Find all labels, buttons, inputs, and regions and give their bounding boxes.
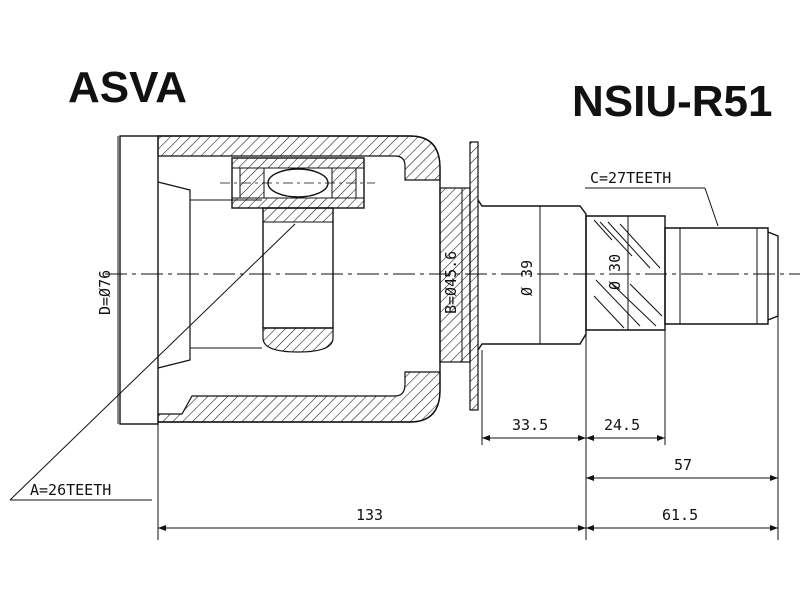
extension-lines bbox=[157, 316, 779, 540]
dimension-arrows bbox=[158, 435, 778, 531]
outer-diameter-label: D=Ø76 bbox=[96, 270, 114, 315]
part-number: NSIU-R51 bbox=[572, 77, 773, 126]
inner-spline-leader bbox=[9, 223, 296, 501]
dim-shaft-segment: 33.5 bbox=[512, 416, 548, 434]
outer-spline-leader bbox=[585, 187, 719, 227]
length-dimensions bbox=[158, 437, 778, 529]
spline-diameter-label: Ø 30 bbox=[606, 254, 624, 290]
diameter-dimensions bbox=[117, 136, 629, 424]
shaft-body bbox=[477, 199, 779, 351]
seal-flange bbox=[439, 141, 479, 411]
dim-spline-segment: 24.5 bbox=[604, 416, 640, 434]
brand-logo: ASVA bbox=[68, 63, 187, 112]
dim-stub-total: 61.5 bbox=[662, 506, 698, 524]
tripod-spider bbox=[220, 157, 375, 353]
outer-spline-label: C=27TEETH bbox=[590, 169, 671, 187]
seal-diameter-label: B=Ø45.6 bbox=[442, 251, 460, 314]
shaft-diameter-label: Ø 39 bbox=[518, 260, 536, 296]
housing bbox=[119, 135, 441, 425]
dim-total-length: 133 bbox=[356, 506, 383, 524]
dim-stub-length: 57 bbox=[674, 456, 692, 474]
inner-spline-label: A=26TEETH bbox=[30, 481, 111, 499]
